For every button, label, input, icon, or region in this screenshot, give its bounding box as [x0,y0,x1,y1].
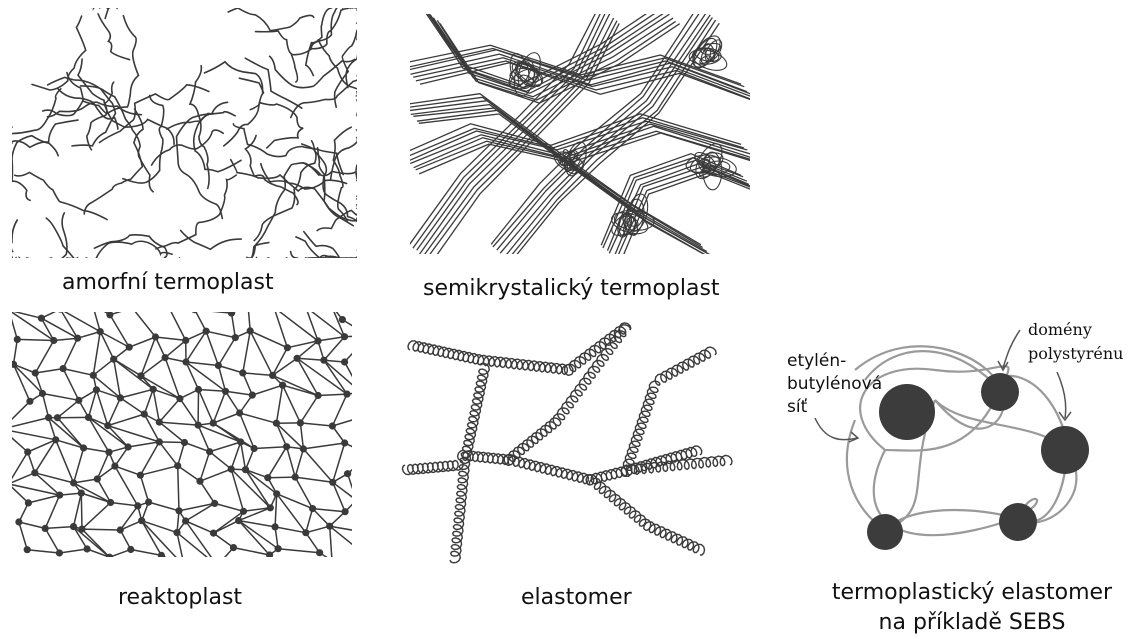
tpe-caption-line2: na příkladě SEBS [822,608,1122,638]
tpe-caption-line1: termoplastický elastomer [822,578,1122,608]
network-label-line2: butylénová [787,373,882,396]
crosslinked-network-icon [12,312,352,557]
semicrystalline-caption: semikrystalický termoplast [423,276,720,301]
amorphous-panel [12,8,357,258]
domains-label-line1: domény [1028,318,1123,342]
thermoset-panel [12,312,352,557]
elastomer-panel [400,315,745,570]
tpe-caption: termoplastický elastomer na příkladě SEB… [822,578,1122,638]
thermoset-caption: reaktoplast [118,585,242,610]
amorphous-caption: amorfní termoplast [62,270,274,295]
amorphous-tangle-icon [12,8,357,258]
coiled-chain-icon [400,315,745,570]
elastomer-caption: elastomer [521,585,632,610]
semicrystalline-panel [410,14,750,254]
domains-label-line2: polystyrénu [1028,342,1123,366]
semicrystalline-bundle-icon [410,14,750,254]
network-label-line1: etylén- [787,350,882,373]
network-label: etylén- butylénová síť [787,350,882,419]
network-label-line3: síť [787,396,882,419]
domains-label: domény polystyrénu [1028,318,1123,366]
